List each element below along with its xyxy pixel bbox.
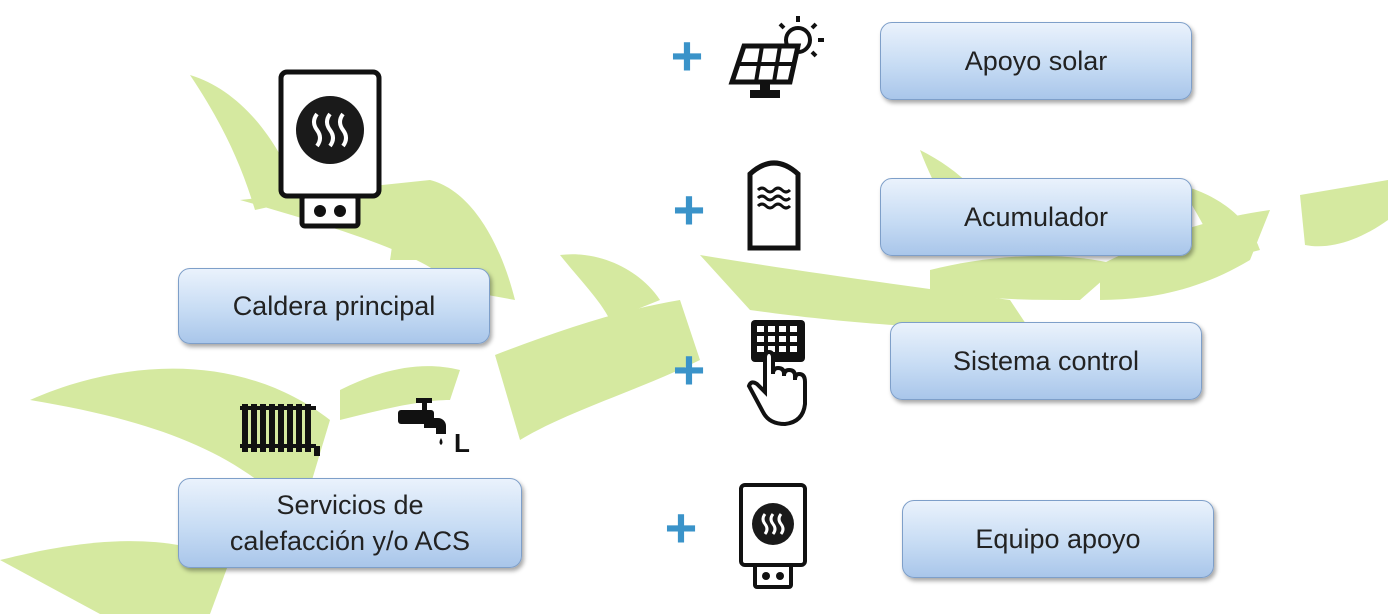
- radiator-icon: [240, 404, 320, 456]
- option-tank-label: Acumulador: [963, 202, 1109, 232]
- plus-sign-solar: +: [670, 24, 704, 87]
- tap-icon: [398, 398, 446, 445]
- plus-sign-backup: +: [664, 496, 698, 559]
- water-tank-icon: [747, 160, 801, 251]
- services-label: Servicios de calefacción y/o ACS: [229, 490, 471, 556]
- option-backup-label: Equipo apoyo: [975, 524, 1141, 554]
- keypad-hand-icon: [746, 320, 807, 427]
- tap-letter: L: [454, 428, 470, 458]
- plus-sign-control: +: [672, 338, 706, 401]
- option-backup-box: Equipo apoyo: [902, 500, 1214, 578]
- solar-panel-icon: [728, 16, 824, 98]
- option-solar-label: Apoyo solar: [964, 46, 1108, 76]
- option-control-label: Sistema control: [952, 346, 1140, 376]
- option-control-box: Sistema control: [890, 322, 1202, 400]
- plus-sign-tank: +: [672, 178, 706, 241]
- option-tank-box: Acumulador: [880, 178, 1192, 256]
- services-box: Servicios de calefacción y/o ACS: [178, 478, 522, 568]
- boiler-icon: [278, 69, 382, 229]
- boiler-icon: [739, 483, 807, 589]
- main-boiler-label: Caldera principal: [232, 291, 436, 321]
- option-solar-box: Apoyo solar: [880, 22, 1192, 100]
- main-boiler-box: Caldera principal: [178, 268, 490, 344]
